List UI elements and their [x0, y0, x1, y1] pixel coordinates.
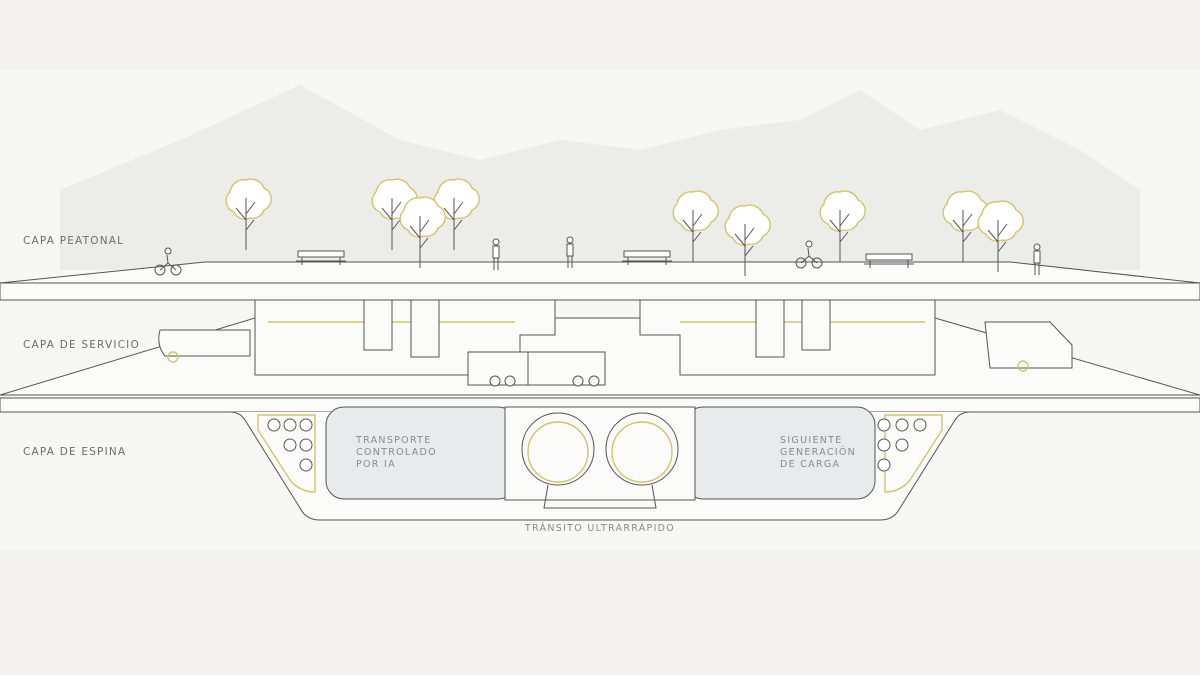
bus-icon [984, 321, 1073, 372]
pedestrian-layer [0, 178, 1200, 301]
spine-right-line-1: SIGUIENTE [780, 435, 843, 446]
label-service-layer: CAPA DE SERVICIO [23, 339, 140, 351]
spine-left-line-3: POR IA [356, 459, 396, 470]
bus-icon [158, 329, 251, 363]
label-spine-layer: CAPA DE ESPINA [23, 446, 126, 458]
spine-layer [0, 406, 1200, 521]
spine-right-line-3: DE CARGA [780, 459, 840, 470]
spine-left-line-1: TRANSPORTE [355, 435, 432, 446]
mountains [60, 85, 1140, 270]
spine-left-line-2: CONTROLADO [356, 447, 437, 458]
label-ultrafast-transit: TRÁNSITO ULTRARRÁPIDO [524, 522, 675, 534]
truck-icon [467, 351, 606, 387]
spine-right-line-2: GENERACIÓN [780, 446, 856, 458]
service-layer [0, 299, 1200, 413]
label-pedestrian-layer: CAPA PEATONAL [23, 235, 124, 247]
